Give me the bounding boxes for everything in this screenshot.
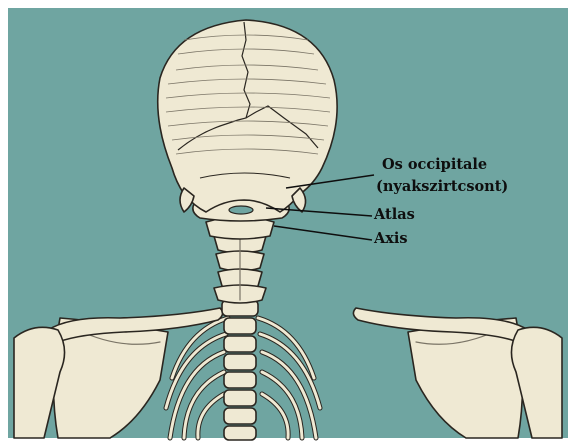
label-nyakszirtcsont: (nyakszirtcsont) [376,180,508,195]
label-os-occipitale: Os occipitale [382,158,487,173]
thoracic-spine [222,300,258,440]
label-axis: Axis [374,232,408,247]
label-atlas: Atlas [374,208,415,223]
